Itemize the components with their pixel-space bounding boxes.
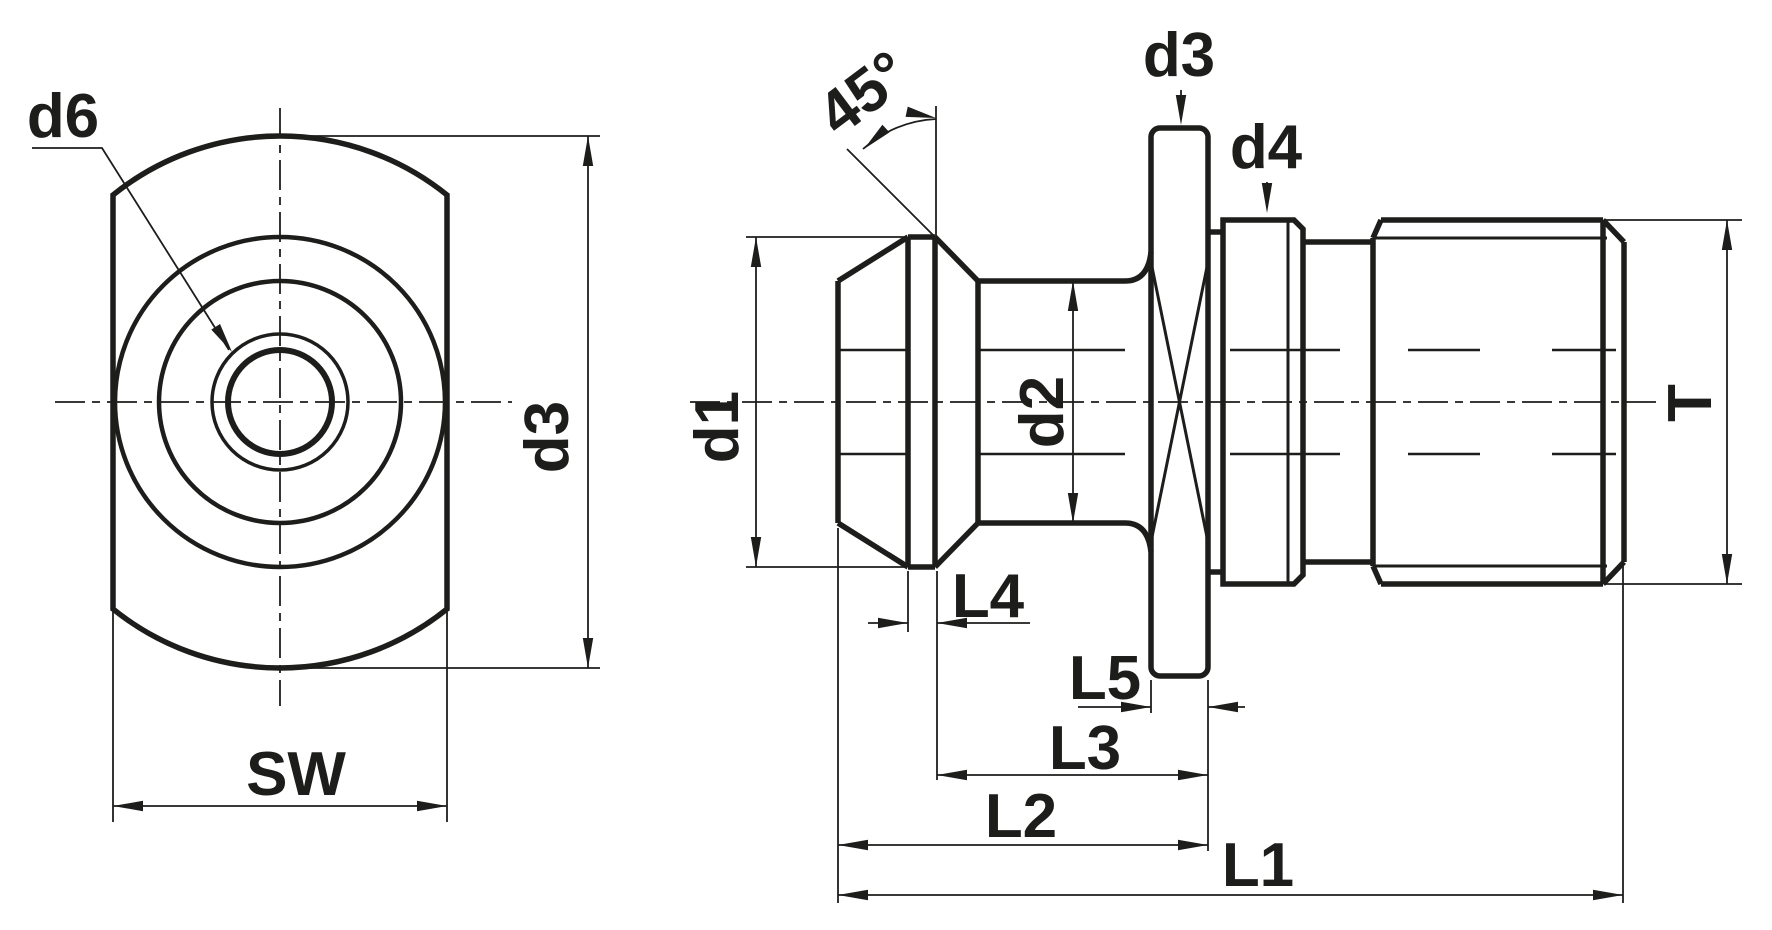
- dim-d1: d1: [683, 236, 906, 568]
- arrowhead: [937, 769, 967, 781]
- dim-label-d3: d3: [1143, 21, 1215, 90]
- dim-label-angle: 45°: [805, 38, 921, 150]
- dim-label-d2: d2: [1008, 376, 1077, 448]
- neck-fillet-top: [1124, 251, 1154, 284]
- dim-label-l4: L4: [952, 562, 1025, 631]
- arrowhead: [750, 237, 762, 267]
- dim-t: T: [1606, 219, 1742, 585]
- dim-l4: L4: [868, 562, 1030, 631]
- dim-label-d3-front: d3: [513, 401, 582, 473]
- arrowhead: [1261, 183, 1273, 213]
- arrowhead: [1178, 769, 1208, 781]
- dim-label-sw: SW: [246, 740, 346, 809]
- thread-end-chamfer: [1601, 560, 1626, 586]
- dim-l2: L2: [838, 782, 1208, 851]
- side-view: 45° d3 d4 d1 d2: [683, 21, 1742, 903]
- head-chamfer-bottom: [836, 520, 910, 570]
- dim-angle-45: 45°: [805, 38, 938, 238]
- arrowhead: [1208, 701, 1238, 713]
- neck-fillet-bottom: [1124, 520, 1154, 553]
- dim-label-t: T: [1656, 384, 1725, 422]
- front-view: d6 d3 SW: [27, 82, 600, 822]
- thread-end-chamfer: [1601, 218, 1626, 244]
- arrowhead: [113, 800, 143, 812]
- arrowhead: [838, 839, 868, 851]
- dim-d3-front: d3: [286, 135, 600, 669]
- thread-left-chamfer: [1370, 218, 1384, 240]
- arrowhead: [417, 800, 447, 812]
- dim-label-l3: L3: [1049, 714, 1121, 783]
- d6-hole-circle: [225, 347, 335, 457]
- collar-outline: [1220, 217, 1306, 587]
- thread-left-chamfer: [1370, 564, 1384, 586]
- pull-stud-head: [835, 234, 980, 570]
- dim-d2: d2: [1008, 281, 1079, 523]
- dim-label-d6: d6: [27, 82, 99, 151]
- arrowhead: [211, 324, 237, 355]
- dim-label-d1: d1: [683, 391, 752, 463]
- arrowhead: [582, 638, 594, 668]
- dim-label-d4: d4: [1230, 113, 1303, 182]
- arrowhead: [1721, 554, 1733, 584]
- thread-body: [1370, 217, 1627, 587]
- dim-l5: L5: [1069, 644, 1245, 713]
- arrowhead: [1175, 95, 1187, 125]
- arrowhead: [1593, 889, 1623, 901]
- dim-d3-side: d3: [1143, 21, 1215, 125]
- dim-d4: d4: [1230, 113, 1303, 213]
- arrowhead: [1721, 220, 1733, 250]
- collar: [1220, 217, 1306, 587]
- front-outline: [110, 133, 450, 671]
- flange-cross-line: [1149, 261, 1210, 543]
- dim-d6: d6: [27, 82, 237, 355]
- dim-label-l1: L1: [1222, 831, 1294, 900]
- head-rear-chamfer-bottom: [933, 521, 980, 569]
- dim-label-l2: L2: [985, 782, 1057, 851]
- arrowhead: [1178, 839, 1208, 851]
- d2-circle: [156, 278, 404, 526]
- arrowhead: [838, 889, 868, 901]
- arrowhead: [1067, 281, 1079, 311]
- dim-label-l5: L5: [1069, 644, 1141, 713]
- leader-line: [32, 147, 230, 351]
- dim-l1: L1: [838, 831, 1623, 901]
- arrowhead: [582, 136, 594, 166]
- d1-circle: [112, 234, 448, 570]
- dim-sw: SW: [112, 611, 448, 822]
- arrowhead: [878, 617, 908, 629]
- angle-leg-diagonal: [846, 148, 936, 238]
- arrowhead: [1067, 493, 1079, 523]
- flange-outline: [1148, 125, 1211, 679]
- shaft: [1303, 239, 1373, 565]
- head-rear-chamfer-top: [933, 235, 980, 283]
- dim-l3: L3: [937, 714, 1208, 783]
- arrowhead: [750, 537, 762, 567]
- silhouette-lines: [838, 348, 1616, 456]
- hole-chamfer-circle: [210, 332, 350, 472]
- head-chamfer-top: [836, 234, 910, 284]
